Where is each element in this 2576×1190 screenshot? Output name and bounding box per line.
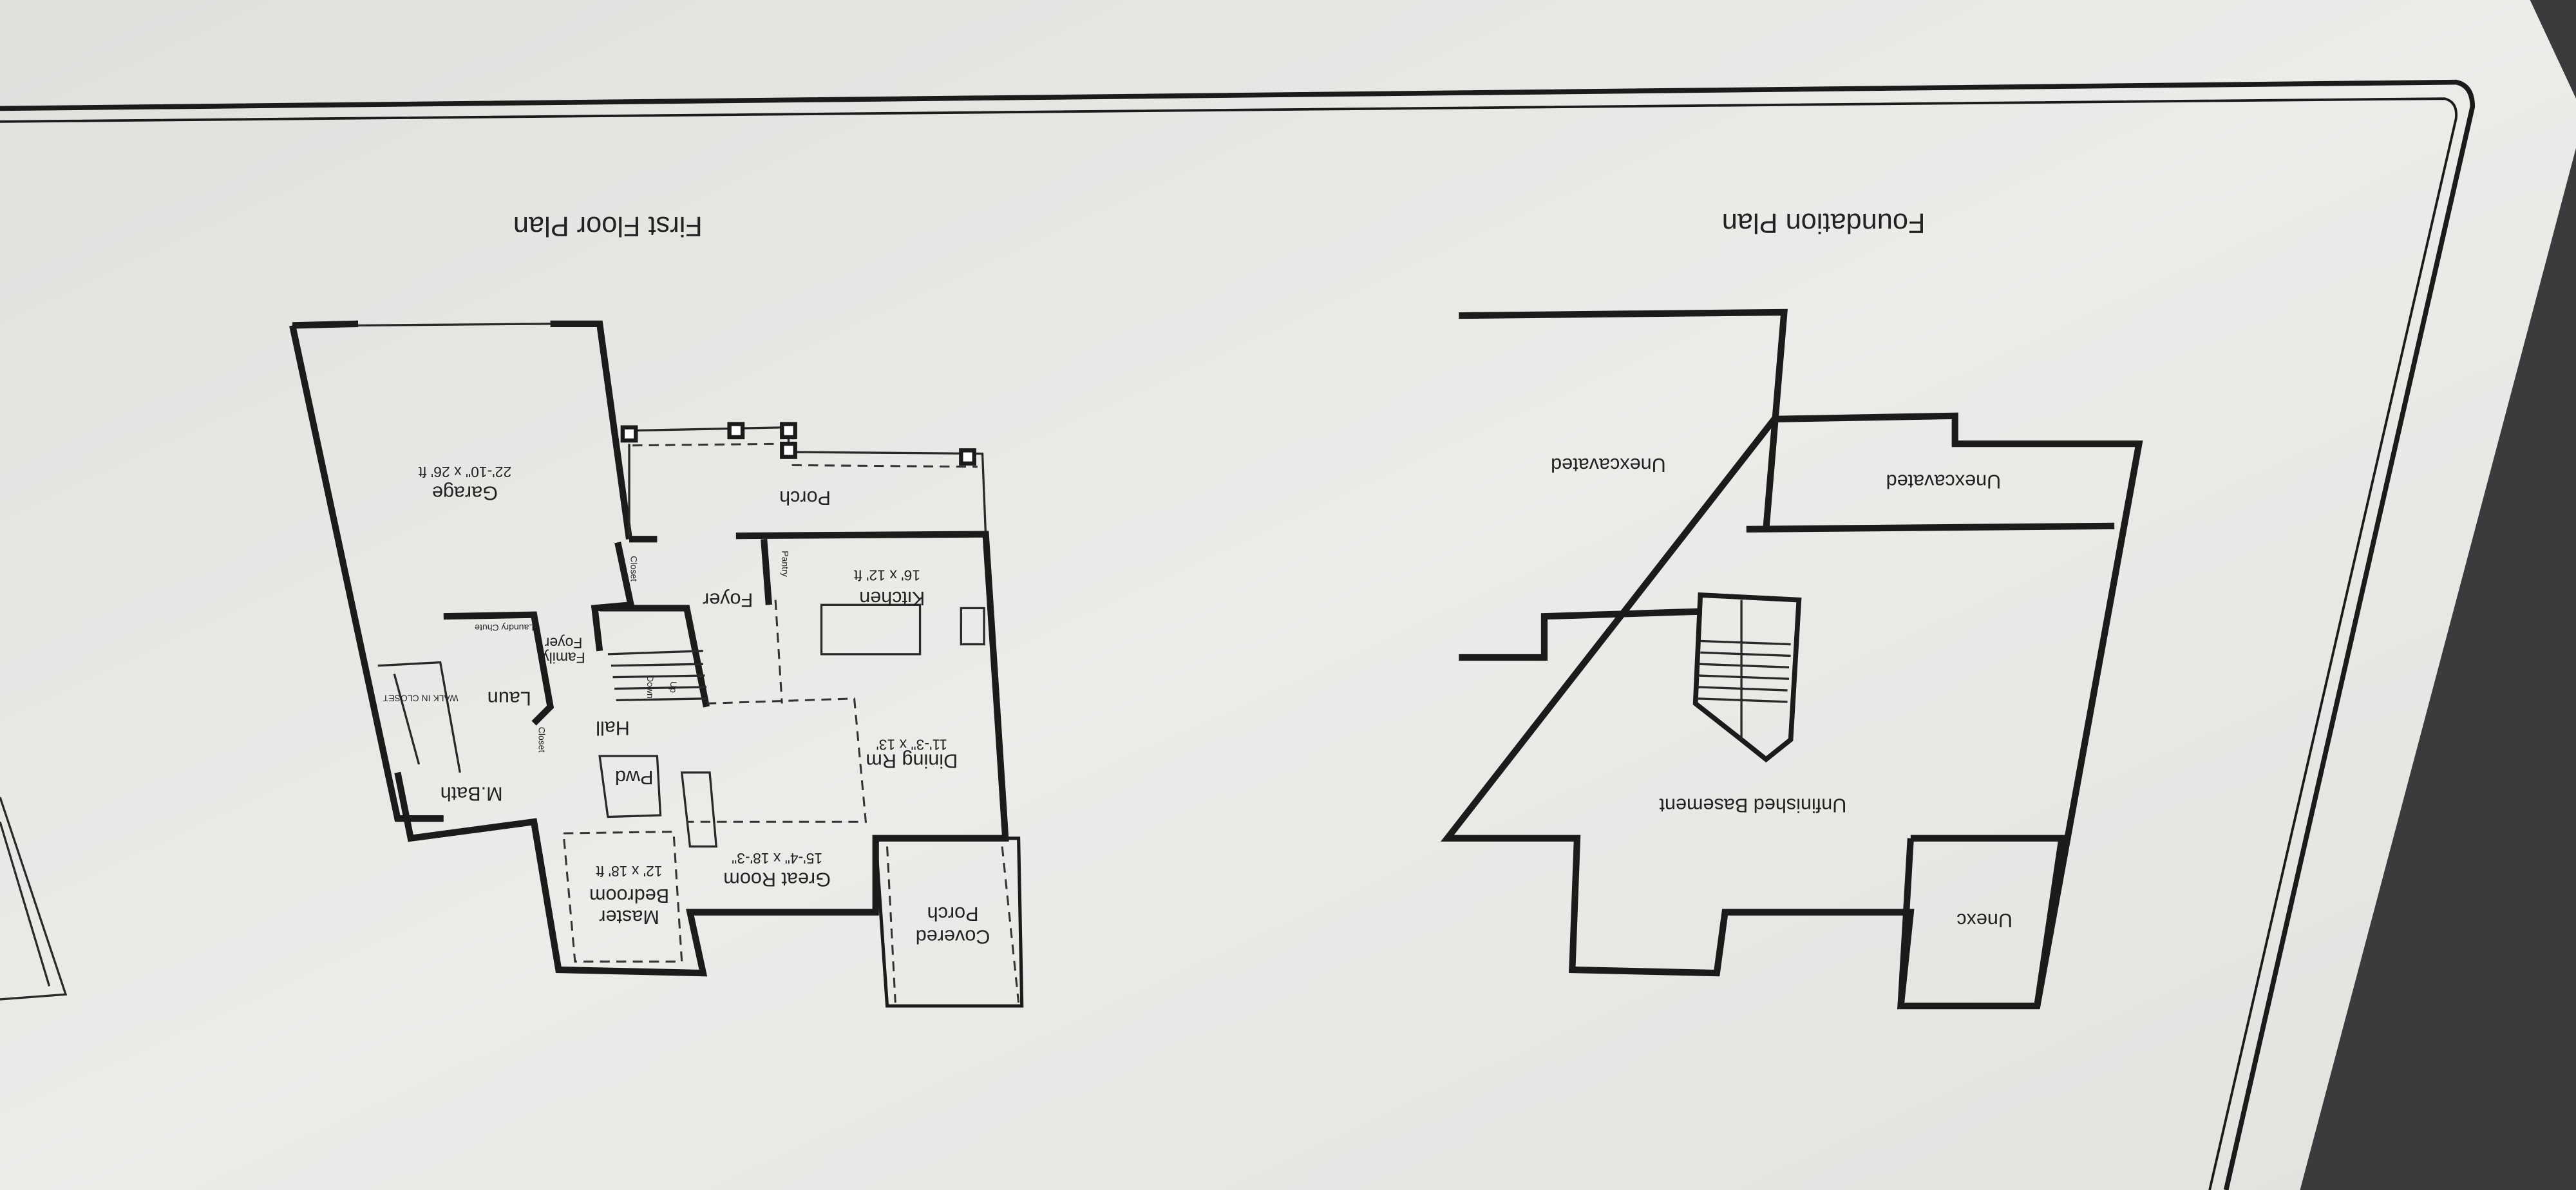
label-master: Master bbox=[599, 906, 659, 928]
first-floor-title: First Floor Plan bbox=[513, 211, 703, 241]
foundation-title: Foundation Plan bbox=[1722, 207, 1926, 238]
label-kitchen-dim: 16' x 12' ft bbox=[853, 567, 920, 584]
foundation-walls bbox=[1440, 308, 2143, 1010]
label-great-room: Great Room bbox=[723, 868, 831, 890]
label-closet-hall: Closet bbox=[537, 727, 547, 753]
label-garage-dim: 22'-10" x 26' ft bbox=[418, 464, 511, 480]
sheet-border-outer bbox=[0, 79, 2476, 1190]
label-stairs-down: Down bbox=[645, 675, 656, 699]
label-master-dim: 12' x 18' ft bbox=[596, 863, 663, 880]
label-covered: Covered bbox=[916, 926, 990, 948]
label-dining-dim: 11'-3" x 13' bbox=[876, 737, 947, 753]
label-powder-room: Pwd bbox=[615, 766, 654, 788]
label-closet: Closet bbox=[629, 556, 639, 581]
label-covered-porch: Porch bbox=[927, 903, 979, 925]
first-floor-plan: First Floor Plan Garage 22'-10" x 26' ft… bbox=[289, 211, 1024, 1008]
label-kitchen: Kitchen bbox=[859, 587, 925, 609]
label-master-bath: M.Bath bbox=[440, 783, 503, 805]
label-unexcavated-left: Unexcavated bbox=[1551, 454, 1666, 476]
label-unexc: Unexc bbox=[1956, 909, 2012, 931]
sheet-border-inner bbox=[0, 97, 2458, 1190]
label-family: Family bbox=[542, 649, 585, 666]
foundation-plan: Foundation Plan Unexcavated Unexcavated … bbox=[1440, 207, 2143, 1010]
label-foyer: Foyer bbox=[703, 589, 753, 610]
label-laundry: Laun bbox=[488, 688, 531, 710]
garage-walls bbox=[289, 320, 633, 822]
label-dining-room: Dining Rm bbox=[866, 750, 958, 772]
label-great-room-dim: 15'-4" x 18'-3" bbox=[732, 850, 822, 867]
label-garage: Garage bbox=[432, 482, 498, 504]
label-pantry: Pantry bbox=[780, 551, 790, 577]
label-unfinished-basement: Unfinished Basement bbox=[1659, 795, 1846, 817]
label-porch: Porch bbox=[779, 487, 831, 509]
label-walk-in-closet: WALK IN CLOSET bbox=[383, 694, 458, 704]
label-stairs-up: Up bbox=[668, 681, 679, 693]
label-bedroom: Bedroom bbox=[589, 885, 669, 907]
label-family-foyer: Foyer bbox=[544, 634, 582, 651]
label-hall: Hall bbox=[596, 717, 630, 739]
partial-drawing bbox=[0, 797, 68, 1001]
label-unexcavated-right: Unexcavated bbox=[1886, 471, 2002, 493]
label-laundry-chute: Laundry Chute bbox=[475, 623, 534, 633]
